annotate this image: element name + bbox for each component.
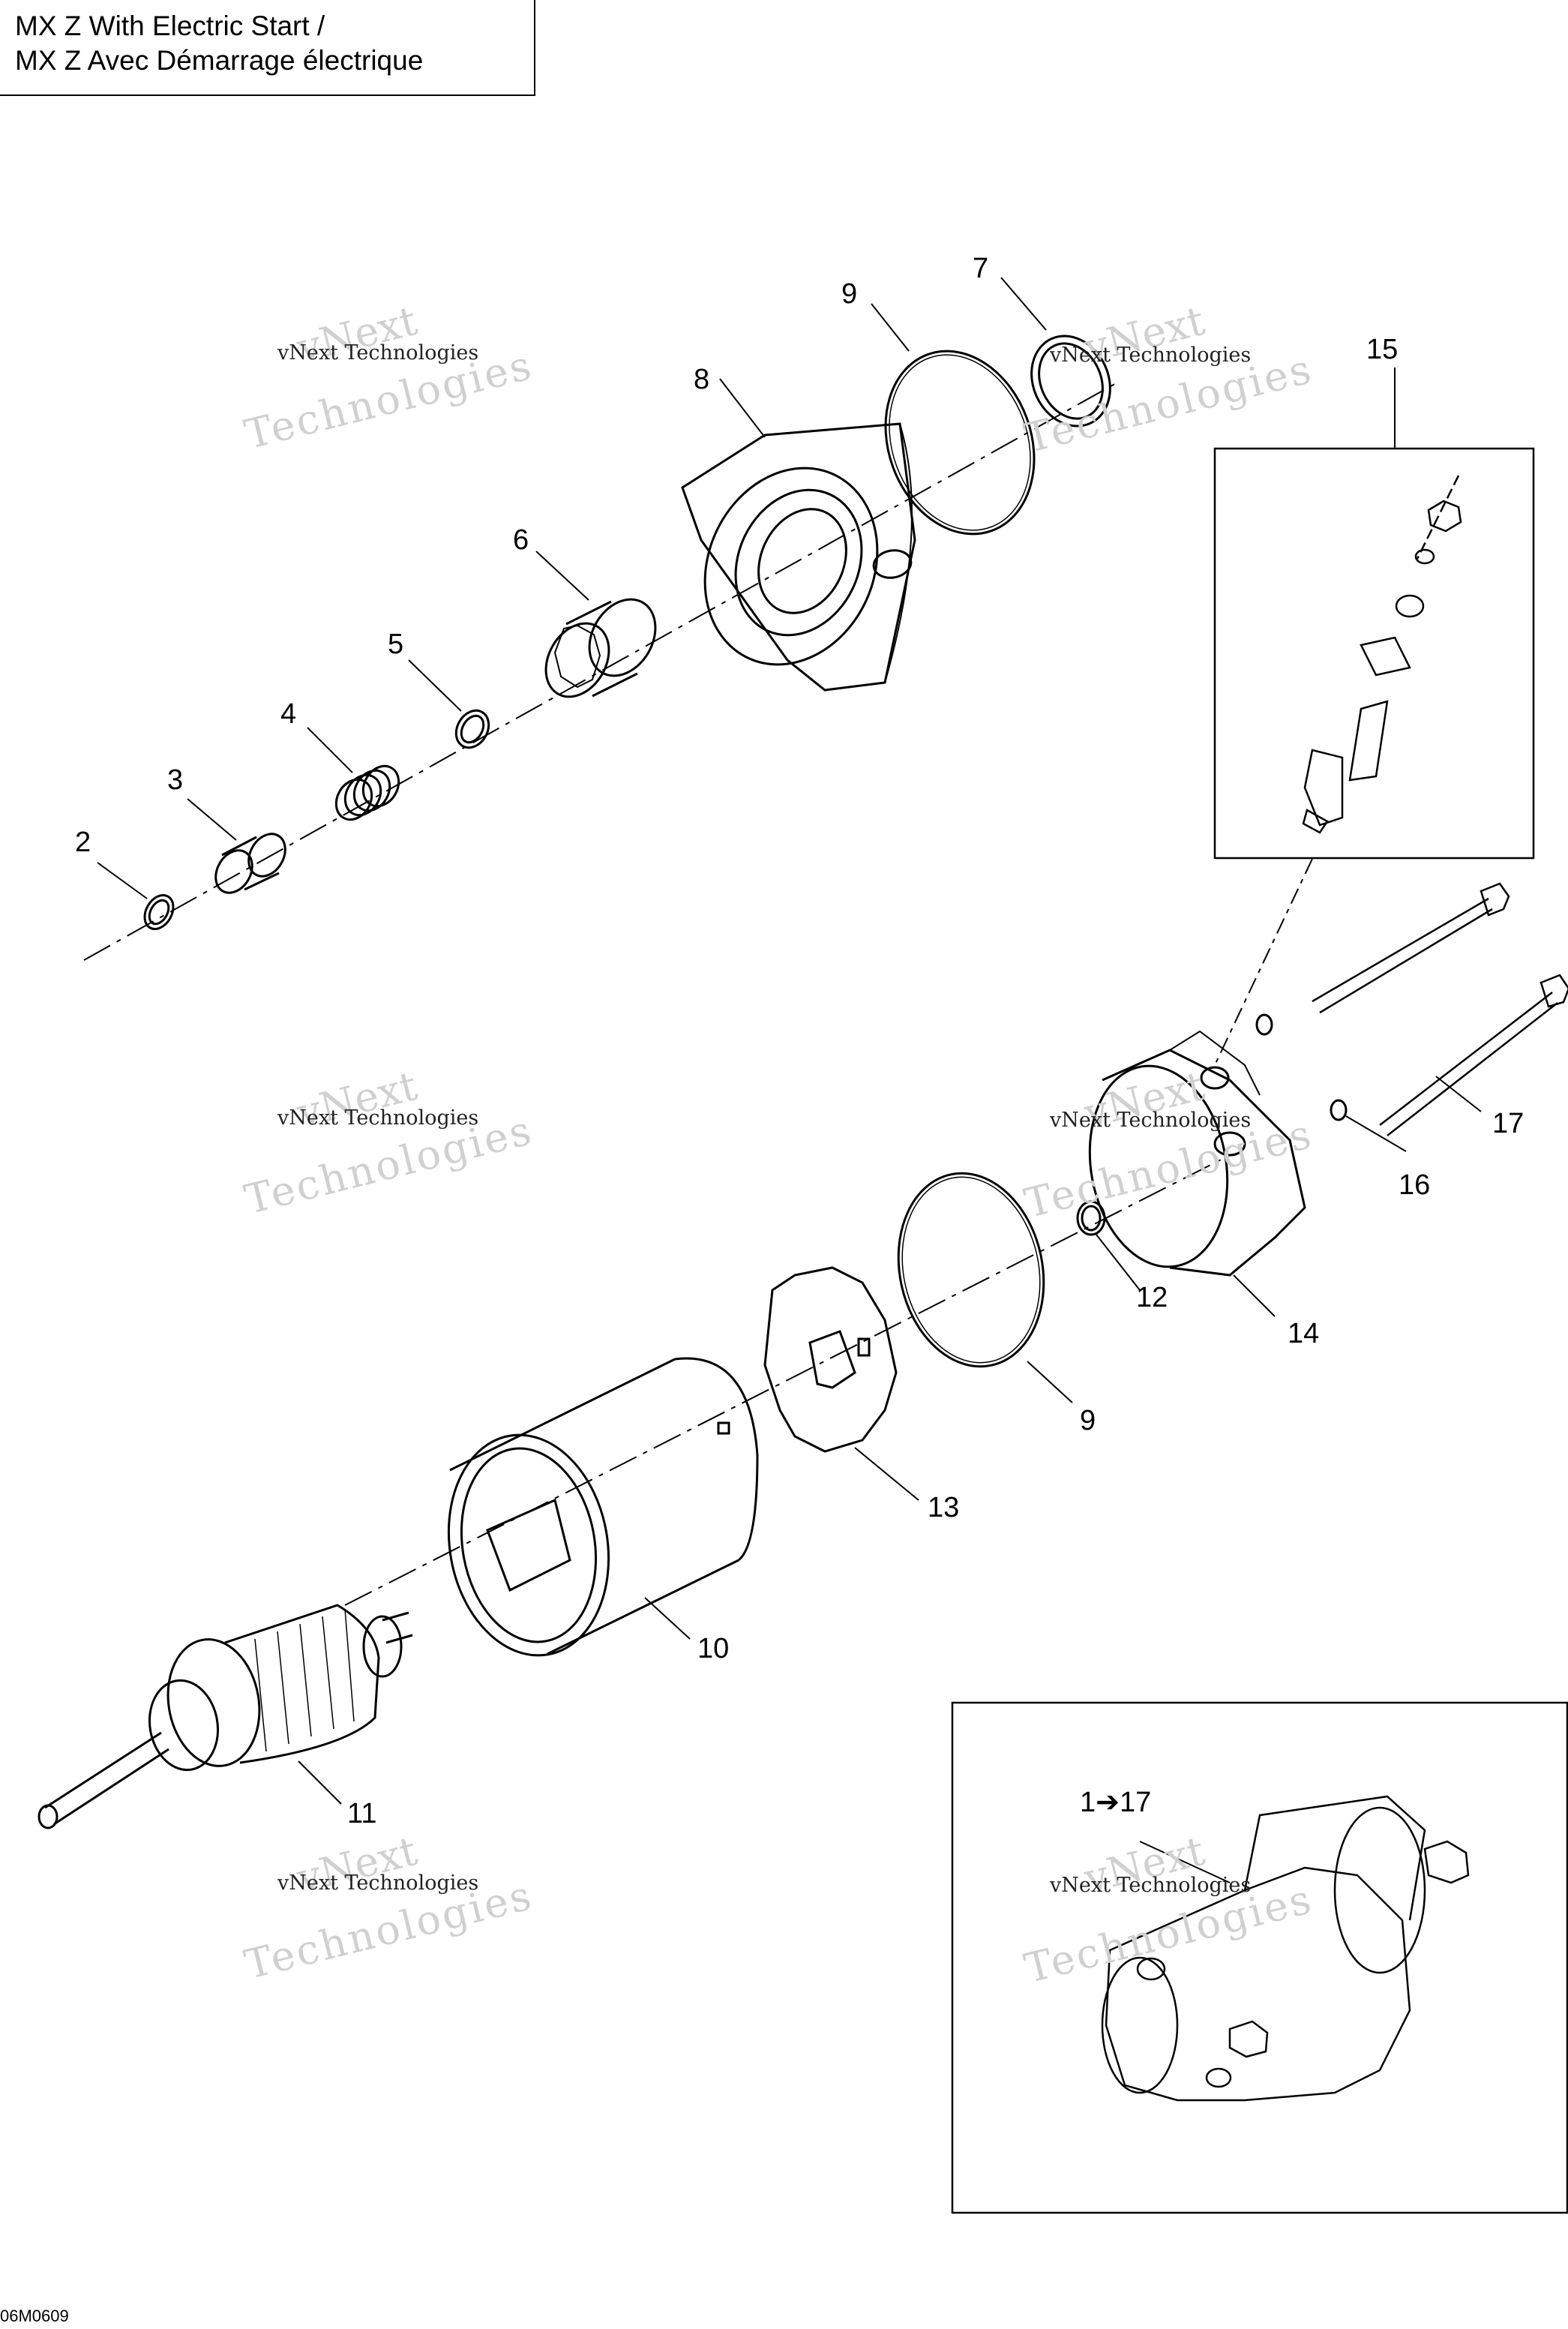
part-15-inset-box (1213, 447, 1535, 860)
part-9-oring-lower (897, 1172, 1045, 1368)
callout-4: 4 (280, 698, 296, 730)
title-line-1: MX Z With Electric Start / (15, 11, 325, 41)
part-12-washer (1076, 1200, 1106, 1236)
part-13-brush-plate (763, 1266, 898, 1453)
callout-14: 14 (1288, 1318, 1319, 1349)
callout-6: 6 (513, 524, 529, 556)
callout-11: 11 (347, 1798, 376, 1829)
diagram-code: 06M0609 (0, 2306, 69, 2325)
part-16-washer-b (1330, 1099, 1348, 1121)
part-14-end-cap (1088, 1030, 1306, 1277)
callout-1-to-17: 1➔17 (1080, 1787, 1151, 1818)
callout-5: 5 (388, 629, 403, 660)
callout-9-upper: 9 (841, 278, 857, 310)
part-11-armature (37, 1604, 413, 1829)
callout-3: 3 (167, 764, 183, 796)
title-line-2: MX Z Avec Démarrage électrique (15, 45, 424, 76)
part-5-ring (454, 709, 490, 749)
callout-10: 10 (697, 1633, 729, 1664)
part-15-terminal-assembly (1214, 475, 1462, 1066)
callout-16: 16 (1399, 1169, 1430, 1201)
part-2-ring (143, 894, 175, 930)
callout-2: 2 (75, 827, 91, 858)
part-16-washer-a (1255, 1013, 1273, 1036)
callout-17: 17 (1492, 1108, 1524, 1139)
starter-assembly-drawing (1101, 1795, 1470, 2102)
part-6-pinion (544, 598, 657, 698)
assembly-inset-box (951, 1701, 1568, 2214)
part-7-seal (1030, 335, 1111, 428)
part-10-yoke (447, 1357, 759, 1657)
callout-9-lower: 9 (1080, 1405, 1096, 1436)
part-3-sleeve (214, 833, 286, 894)
axis-line-lower (344, 1154, 1231, 1606)
title-box: MX Z With Electric Start / MX Z Avec Dém… (0, 0, 535, 96)
callout-13: 13 (928, 1492, 959, 1523)
part-4-spring (334, 764, 400, 821)
part-17-bolts (1312, 882, 1568, 1136)
part-9-oring-upper (884, 350, 1036, 536)
callout-12: 12 (1136, 1282, 1168, 1313)
callout-7: 7 (973, 253, 988, 284)
callout-8: 8 (694, 364, 709, 395)
callout-15: 15 (1366, 334, 1398, 365)
part-8-drive-housing (681, 422, 916, 692)
leader-lines (97, 277, 1482, 1805)
